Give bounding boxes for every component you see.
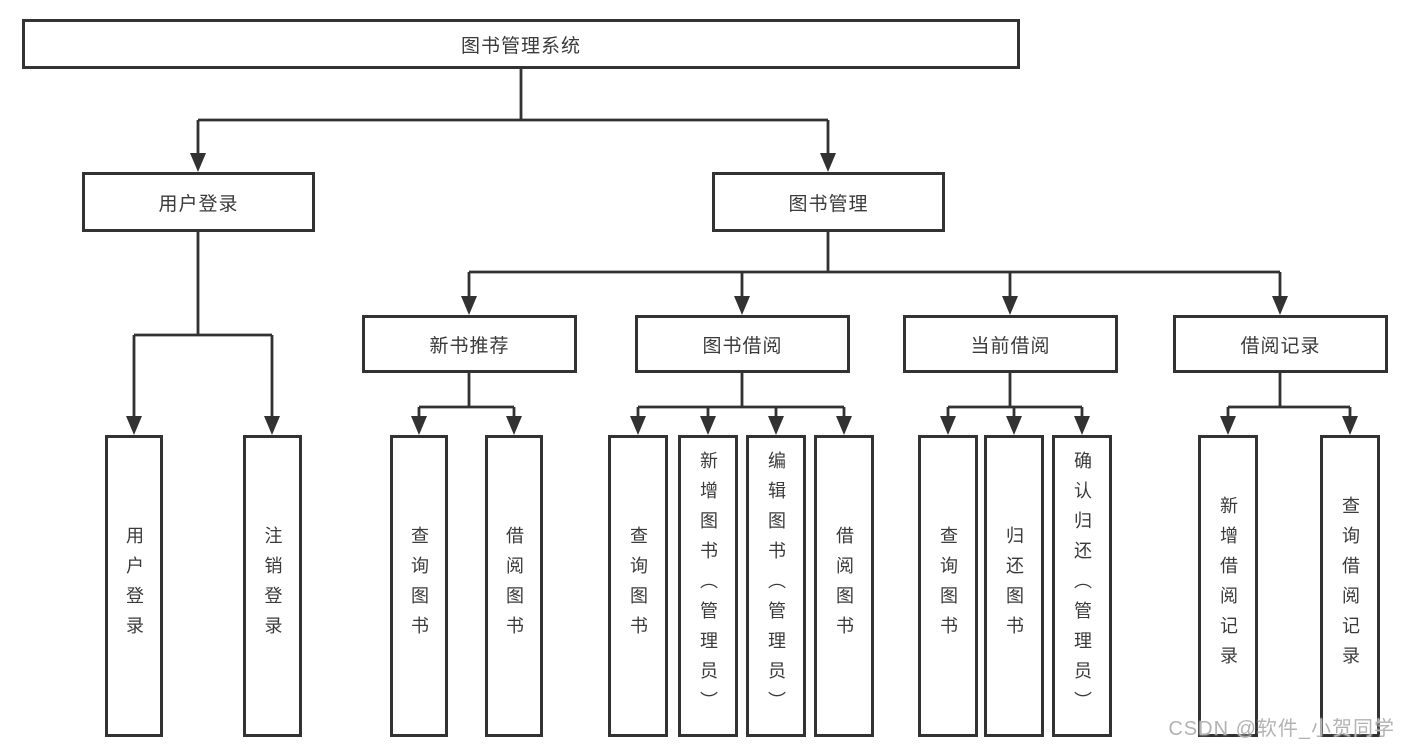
leaf-return-books-label: 归还图书 bbox=[1004, 526, 1024, 646]
leaf-borrow-books-borrowing: 借阅图书 bbox=[814, 435, 874, 737]
node-new-book-recommend-label: 新书推荐 bbox=[429, 335, 510, 357]
node-borrowing-records: 借阅记录 bbox=[1173, 315, 1388, 373]
leaf-borrow-books-recommend: 借阅图书 bbox=[485, 435, 543, 737]
node-root-system-label: 图书管理系统 bbox=[460, 35, 581, 57]
node-root-system: 图书管理系统 bbox=[22, 19, 1020, 69]
leaf-user-login-label: 用户登录 bbox=[124, 526, 144, 646]
leaf-logout: 注销登录 bbox=[243, 435, 302, 737]
node-user-login-label: 用户登录 bbox=[158, 193, 239, 215]
leaf-add-books-admin-label: 新增图书（管理员） bbox=[698, 451, 718, 721]
leaf-add-books-admin: 新增图书（管理员） bbox=[678, 435, 738, 737]
leaf-edit-books-admin-label: 编辑图书（管理员） bbox=[766, 451, 786, 721]
watermark: CSDN @软件_小贺同学 bbox=[1168, 718, 1395, 740]
leaf-borrow-books-borrowing-label: 借阅图书 bbox=[834, 526, 854, 646]
node-borrowing-records-label: 借阅记录 bbox=[1240, 335, 1321, 357]
leaf-query-books-borrowing: 查询图书 bbox=[608, 435, 668, 737]
leaf-return-books: 归还图书 bbox=[984, 435, 1044, 737]
node-book-borrowing: 图书借阅 bbox=[635, 315, 850, 373]
leaf-query-books-borrowing-label: 查询图书 bbox=[628, 526, 648, 646]
node-new-book-recommend: 新书推荐 bbox=[362, 315, 577, 373]
leaf-borrow-books-recommend-label: 借阅图书 bbox=[504, 526, 524, 646]
leaf-query-books-current: 查询图书 bbox=[918, 435, 978, 737]
node-user-login: 用户登录 bbox=[82, 172, 315, 232]
leaf-query-borrow-record-label: 查询借阅记录 bbox=[1340, 496, 1360, 676]
node-book-management-label: 图书管理 bbox=[788, 193, 869, 215]
node-book-management: 图书管理 bbox=[712, 172, 945, 232]
leaf-user-login: 用户登录 bbox=[105, 435, 163, 737]
node-current-borrowing: 当前借阅 bbox=[903, 315, 1118, 373]
leaf-edit-books-admin: 编辑图书（管理员） bbox=[746, 435, 806, 737]
node-current-borrowing-label: 当前借阅 bbox=[970, 335, 1051, 357]
leaf-confirm-return-admin-label: 确认归还（管理员） bbox=[1072, 451, 1092, 721]
leaf-query-books-recommend: 查询图书 bbox=[390, 435, 448, 737]
leaf-confirm-return-admin: 确认归还（管理员） bbox=[1052, 435, 1112, 737]
leaf-logout-label: 注销登录 bbox=[262, 526, 283, 646]
leaf-query-borrow-record: 查询借阅记录 bbox=[1320, 435, 1380, 737]
leaf-add-borrow-record: 新增借阅记录 bbox=[1198, 435, 1258, 737]
connector-segments bbox=[132, 69, 1352, 421]
leaf-query-books-current-label: 查询图书 bbox=[938, 526, 958, 646]
leaf-add-borrow-record-label: 新增借阅记录 bbox=[1218, 496, 1238, 676]
leaf-query-books-recommend-label: 查询图书 bbox=[409, 526, 429, 646]
node-book-borrowing-label: 图书借阅 bbox=[702, 335, 783, 357]
